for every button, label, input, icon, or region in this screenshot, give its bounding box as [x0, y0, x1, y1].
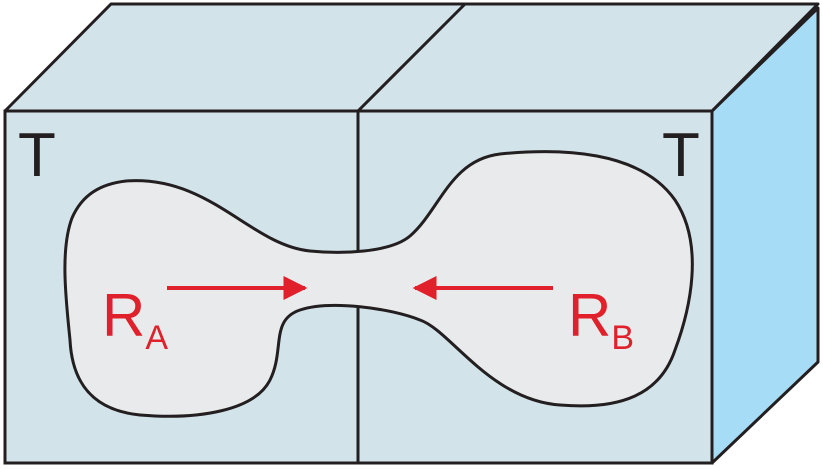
region-a-main: R	[102, 282, 145, 349]
temperature-label-right: T	[662, 121, 700, 190]
box-top-divider	[356, 2, 467, 113]
region-a-subscript: A	[145, 319, 168, 357]
merging-region-blob	[63, 150, 694, 418]
region-a-label: RA	[102, 282, 168, 357]
temperature-label-left: T	[18, 121, 56, 190]
region-b-main: R	[568, 282, 611, 349]
region-b-label: RB	[568, 282, 634, 357]
region-b-subscript: B	[611, 319, 634, 357]
